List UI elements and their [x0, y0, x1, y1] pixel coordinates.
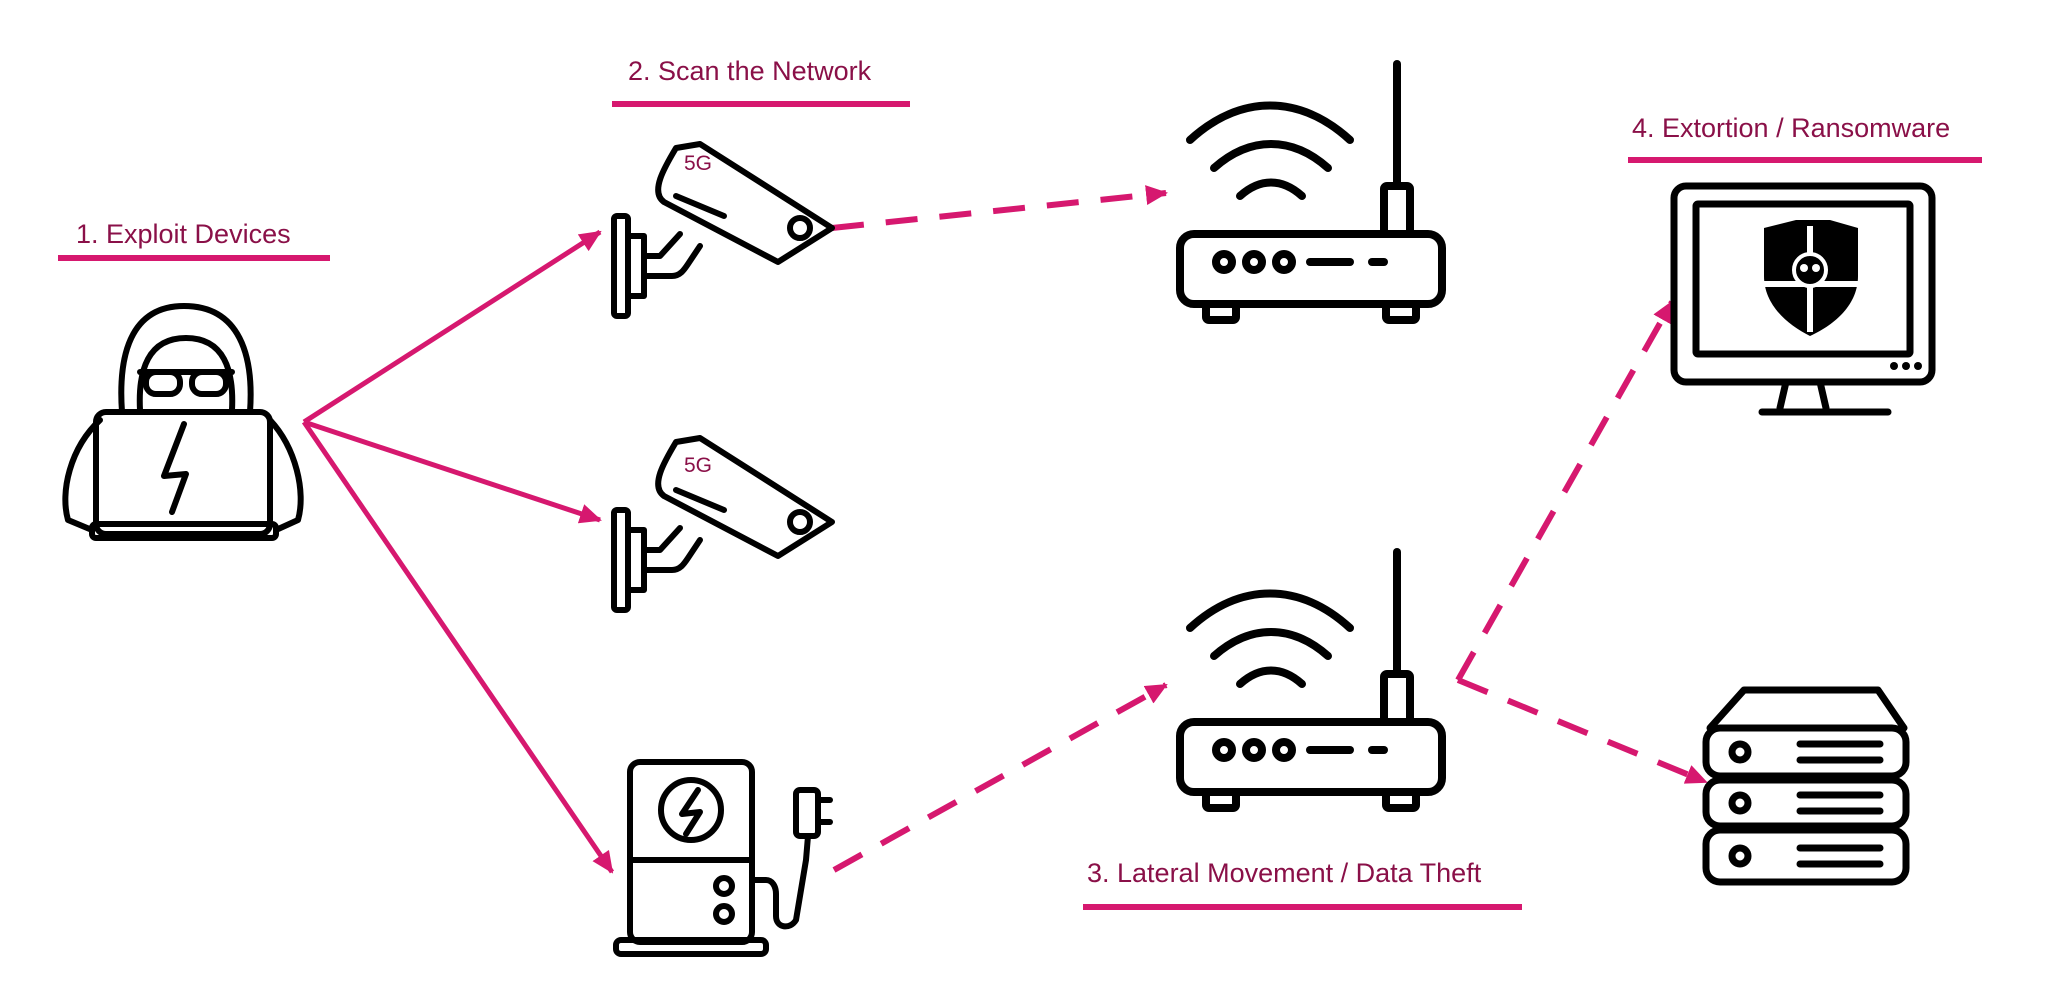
step-2-header: 2. Scan the Network — [612, 56, 910, 107]
connection-attacker-camera-top — [302, 229, 602, 425]
wifi-router-icon-bottom — [1176, 548, 1446, 812]
server-rack-icon — [1702, 686, 1910, 886]
monitor-ransomware-shield-skull-icon — [1670, 182, 1936, 416]
connection-camera-router-top — [831, 185, 1168, 231]
ev-charging-station-icon — [613, 759, 833, 957]
connections — [301, 185, 1708, 874]
security-camera-icon-top: 5G — [611, 141, 835, 319]
step-3-header: 3. Lateral Movement / Data Theft — [1083, 858, 1522, 910]
camera-top-5g-label: 5G — [684, 152, 712, 175]
connection-router-server — [1456, 677, 1708, 785]
step-1-title: 1. Exploit Devices — [76, 219, 291, 249]
connection-charger-router-bottom — [832, 682, 1168, 873]
security-camera-icon-middle: 5G — [611, 435, 835, 613]
step-2-title: 2. Scan the Network — [628, 56, 872, 86]
step-1-header: 1. Exploit Devices — [58, 219, 330, 261]
step-4-header: 4. Extortion / Ransomware — [1628, 113, 1982, 163]
connection-attacker-camera-middle — [303, 419, 602, 524]
step-3-title: 3. Lateral Movement / Data Theft — [1087, 858, 1482, 888]
connection-router-monitor — [1455, 300, 1675, 682]
step-4-title: 4. Extortion / Ransomware — [1632, 113, 1950, 143]
camera-middle-5g-label: 5G — [684, 454, 712, 477]
connection-attacker-charger — [301, 420, 615, 874]
wifi-router-icon-top — [1176, 60, 1446, 324]
hooded-hacker-laptop-icon — [62, 303, 304, 541]
